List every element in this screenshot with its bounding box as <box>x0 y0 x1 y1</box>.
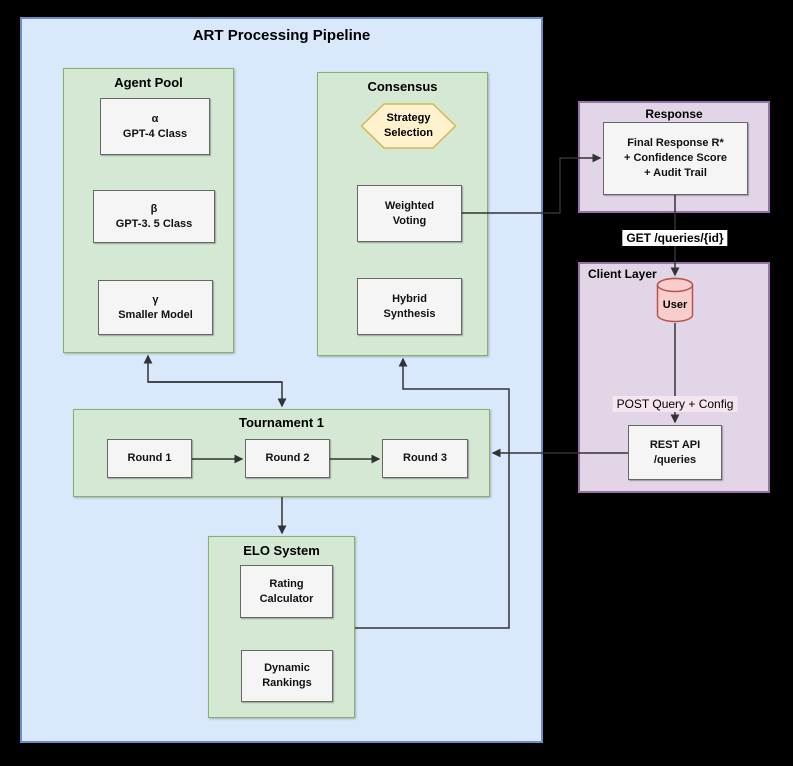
node-weighted-voting: Weighted Voting <box>357 185 462 242</box>
agent-pool-title: Agent Pool <box>114 75 183 90</box>
tournament-title: Tournament 1 <box>239 415 324 430</box>
node-rest-api: REST API /queries <box>628 425 722 480</box>
consensus-title: Consensus <box>367 79 438 94</box>
edge-label-post-query: POST Query + Config <box>612 396 738 413</box>
elo-title: ELO System <box>243 543 320 558</box>
node-round-2: Round 2 <box>245 439 330 478</box>
node-hybrid-synthesis: Hybrid Synthesis <box>357 278 462 335</box>
user-label: User <box>662 298 688 311</box>
client-layer-title: Client Layer <box>588 267 657 281</box>
node-round-1: Round 1 <box>107 439 192 478</box>
node-user-cylinder: User <box>656 277 694 323</box>
node-rating-calculator: Rating Calculator <box>240 565 333 618</box>
node-dynamic-rankings: Dynamic Rankings <box>241 650 333 702</box>
cylinder-shape <box>656 277 694 323</box>
node-final-response: Final Response R* + Confidence Score + A… <box>603 122 748 195</box>
strategy-selection-label: Strategy Selection <box>384 112 433 139</box>
edge-label-get-queries: GET /queries/{id} <box>622 230 728 247</box>
node-gamma-smaller: γ Smaller Model <box>98 280 213 335</box>
node-round-3: Round 3 <box>382 439 468 478</box>
node-beta-gpt35: β GPT-3. 5 Class <box>93 190 215 243</box>
pipeline-title: ART Processing Pipeline <box>192 27 371 44</box>
response-title: Response <box>645 107 703 121</box>
node-alpha-gpt4: α GPT-4 Class <box>100 98 210 155</box>
hexagon-shape <box>360 103 457 149</box>
node-strategy-selection-hexagon: Strategy Selection <box>360 103 457 149</box>
